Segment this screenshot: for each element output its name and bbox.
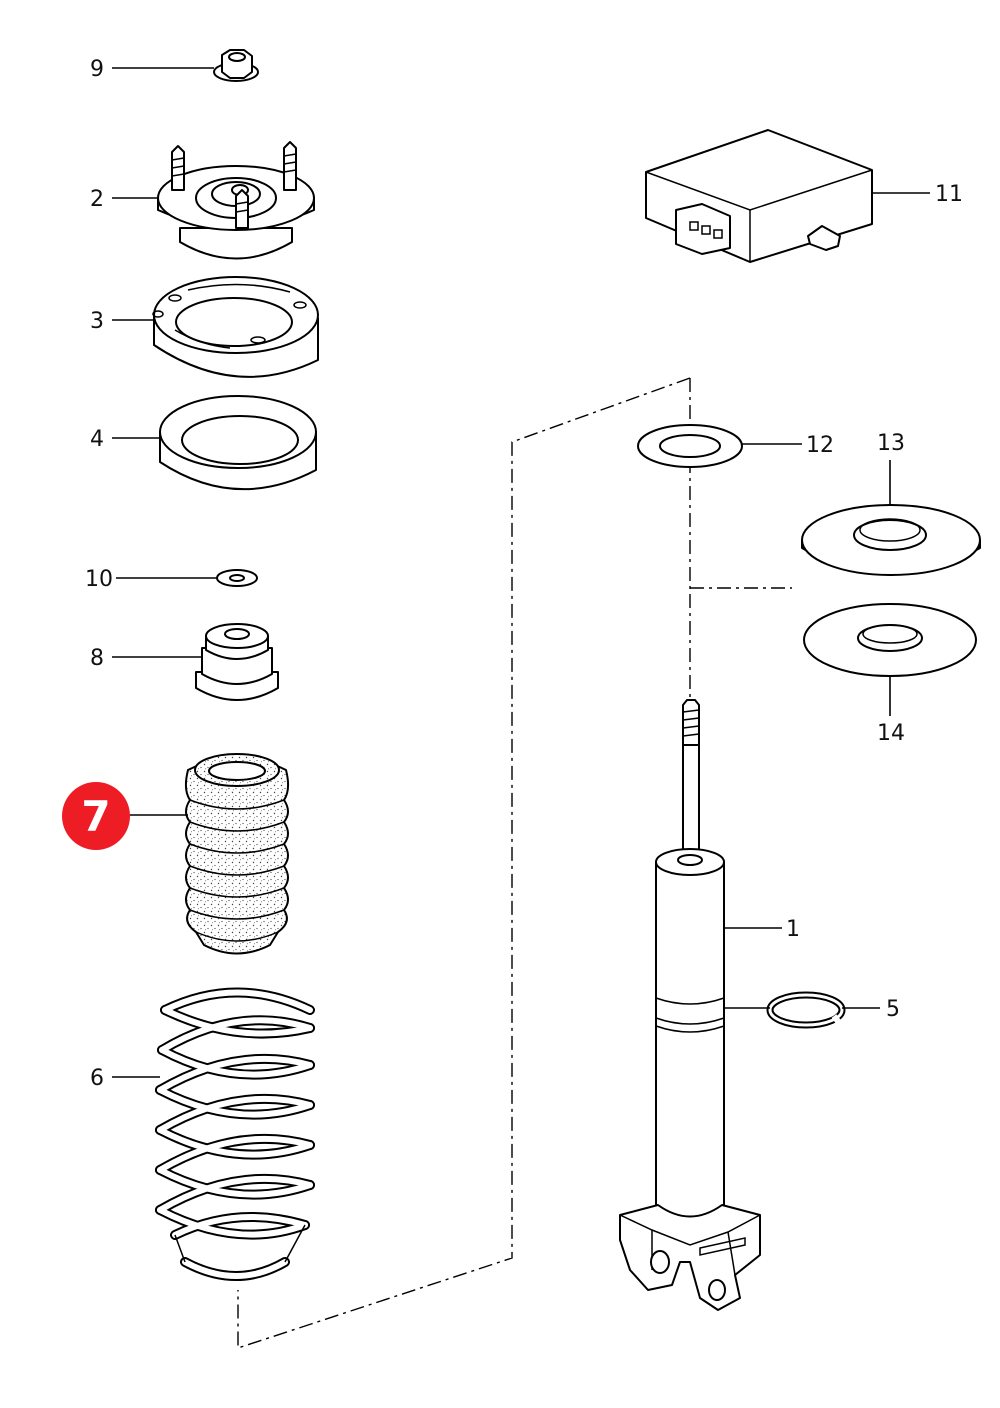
callout-2: 2: [90, 187, 104, 212]
callout-3: 3: [90, 309, 104, 334]
part-1-shock-absorber: [619, 699, 761, 1311]
callout-9: 9: [90, 57, 104, 82]
part-7-bellows: [184, 753, 290, 955]
part-3-spacer-ring: [152, 276, 319, 378]
highlight-badge-7: 7: [62, 782, 130, 850]
callout-10: 10: [85, 567, 113, 592]
callout-8: 8: [90, 646, 104, 671]
part-6-coil-spring: [155, 987, 315, 1281]
part-9-flange-nut: [213, 49, 259, 82]
callout-12: 12: [806, 433, 834, 458]
callout-6: 6: [90, 1066, 104, 1091]
highlight-number: 7: [81, 792, 110, 841]
leader-lines: [112, 67, 930, 1078]
part-2-strut-mount: [157, 141, 315, 260]
callout-11: 11: [935, 182, 963, 207]
callout-1: 1: [786, 917, 800, 942]
assembly-guide-lines: [237, 377, 792, 1349]
part-11-control-unit: [645, 129, 873, 263]
part-5-circlip: [766, 991, 846, 1029]
callout-labels: 9 2 3 4 10 8 6 11 12 13 14 1 5: [85, 57, 963, 1091]
part-10-washer: [216, 569, 258, 587]
callout-14: 14: [877, 721, 905, 746]
part-4-ring: [159, 395, 317, 491]
part-12-washer: [637, 424, 743, 468]
callout-5: 5: [886, 997, 900, 1022]
callout-4: 4: [90, 427, 104, 452]
part-8-bump-stop: [195, 623, 279, 701]
part-14-plate: [803, 603, 977, 677]
part-13-plate: [801, 504, 981, 576]
callout-13: 13: [877, 431, 905, 456]
